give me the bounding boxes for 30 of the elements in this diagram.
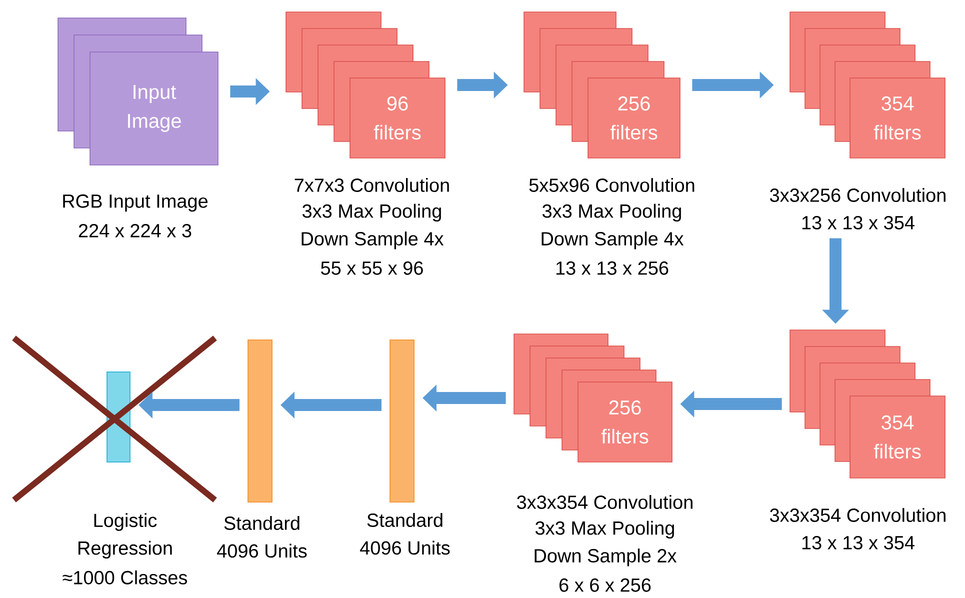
node-label: Logistic — [94, 513, 157, 531]
node-label: Down Sample 4x — [542, 232, 684, 250]
stack-label: 354 filters — [874, 96, 921, 140]
node-label: RGB Input Image — [63, 194, 208, 212]
node-label: 3x3 Max Pooling — [536, 520, 674, 539]
node-label: 3x3x354 Convolution — [770, 508, 946, 522]
node-label: 7x7x3 Convolution — [294, 178, 449, 192]
node-label: 13 x 13 x 256 — [556, 261, 668, 275]
stack-label: 256 filters — [610, 96, 658, 140]
node-label: Standard — [224, 516, 300, 530]
node-label: 13 x 13 x 354 — [802, 536, 914, 550]
node-label: 5x5x96 Convolution — [529, 178, 694, 192]
node-label: 3x3 Max Pooling — [302, 204, 441, 222]
node-label: Down Sample 2x — [534, 548, 677, 566]
node-label: 4096 Units — [217, 544, 307, 558]
node-label: Standard — [367, 513, 442, 527]
node-label: 55 x 55 x 96 — [321, 261, 423, 275]
stack-label: 96 filters — [374, 96, 421, 140]
node-label: 3x3 Max Pooling — [542, 204, 681, 222]
node-label: ≈1000 Classes — [62, 570, 188, 584]
node-label: 6 x 6 x 256 — [560, 578, 651, 592]
node-label: 4096 Units — [360, 540, 450, 555]
node-label: 3x3x256 Convolution — [770, 188, 946, 202]
node-label: Regression — [78, 540, 172, 559]
node-label: 224 x 224 x 3 — [78, 224, 192, 238]
node-label: 13 x 13 x 354 — [802, 216, 914, 230]
stack-label: 256 filters — [601, 400, 648, 444]
stack-label: 354 filters — [874, 415, 921, 459]
node-label: Down Sample 4x — [302, 232, 444, 250]
node-label: 3x3x354 Convolution — [517, 495, 692, 509]
